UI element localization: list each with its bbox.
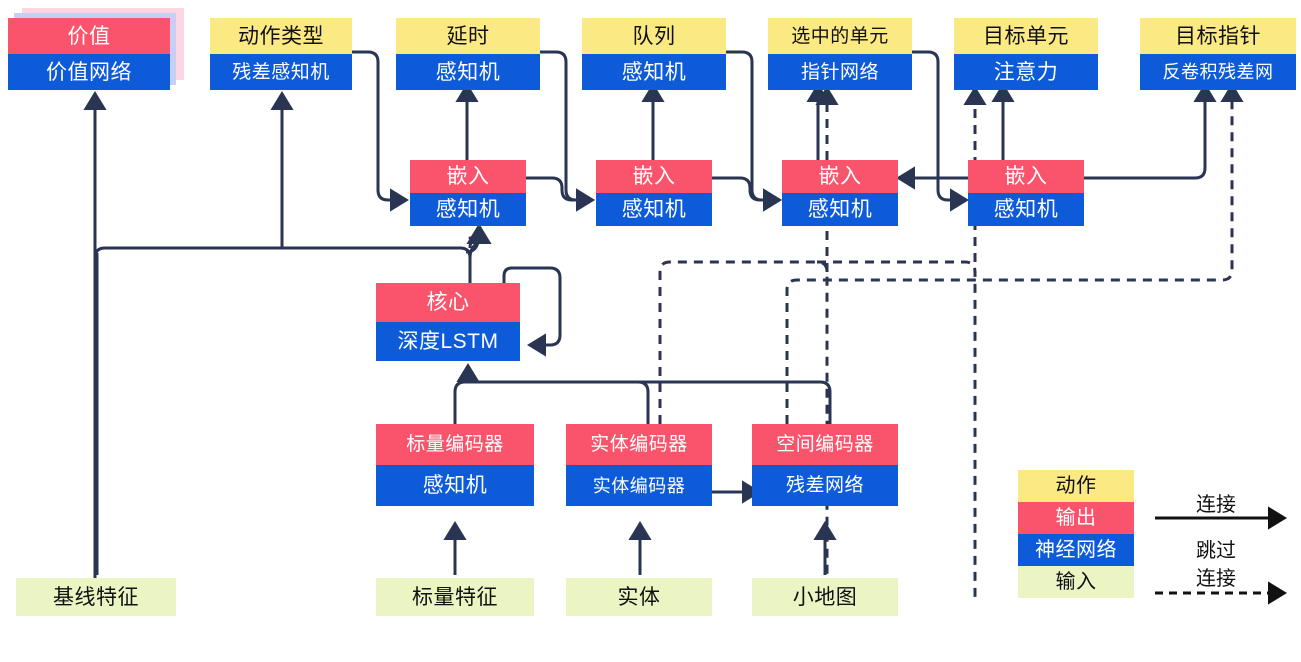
input-entities-label: 实体 (566, 578, 712, 616)
node-action-type[interactable]: 动作类型 残差感知机 (210, 18, 352, 90)
node-target-point[interactable]: 目标指针 反卷积残差网 (1140, 18, 1296, 90)
node-embedding-3[interactable]: 嵌入 感知机 (782, 160, 898, 226)
node-embedding-3-bottom: 感知机 (782, 193, 898, 226)
node-scalar-encoder[interactable]: 标量编码器 感知机 (376, 424, 534, 506)
legend-swatch-output: 输出 (1018, 502, 1134, 534)
legend-skip-label-line1: 跳过 (1196, 540, 1236, 562)
input-scalar-features-label: 标量特征 (376, 578, 534, 616)
node-embedding-2-bottom: 感知机 (596, 193, 712, 226)
node-target-point-top: 目标指针 (1140, 18, 1296, 54)
legend-swatch-action: 动作 (1018, 470, 1134, 502)
node-embedding-4-bottom: 感知机 (968, 193, 1084, 226)
legend-swatch-input: 输入 (1018, 566, 1134, 598)
node-entity-encoder[interactable]: 实体编码器 实体编码器 (566, 424, 712, 506)
node-embedding-1-bottom: 感知机 (410, 193, 526, 226)
legend-swatch-network: 神经网络 (1018, 534, 1134, 566)
legend-skip-label-line2: 连接 (1196, 568, 1236, 590)
legend-swatches: 动作 输出 神经网络 输入 (1018, 470, 1134, 598)
input-scalar-features[interactable]: 标量特征 (376, 578, 534, 616)
node-target-unit-bottom: 注意力 (954, 54, 1098, 90)
node-value[interactable]: 价值 价值网络 (8, 18, 170, 90)
node-queue-top: 队列 (582, 18, 726, 54)
node-delay-top: 延时 (396, 18, 540, 54)
node-embedding-4-top: 嵌入 (968, 160, 1084, 193)
node-delay-bottom: 感知机 (396, 54, 540, 90)
node-embedding-1[interactable]: 嵌入 感知机 (410, 160, 526, 226)
input-entities[interactable]: 实体 (566, 578, 712, 616)
node-action-type-top: 动作类型 (210, 18, 352, 54)
node-core-bottom: 深度LSTM (376, 322, 520, 361)
legend-connect-label: 连接 (1196, 494, 1236, 516)
node-embedding-4[interactable]: 嵌入 感知机 (968, 160, 1084, 226)
node-value-top: 价值 (8, 18, 170, 54)
legend-arrows (1155, 506, 1287, 605)
node-selected-units-bottom: 指针网络 (768, 54, 912, 90)
node-delay[interactable]: 延时 感知机 (396, 18, 540, 90)
node-queue-bottom: 感知机 (582, 54, 726, 90)
node-entity-encoder-top: 实体编码器 (566, 424, 712, 465)
node-spatial-encoder-bottom: 残差网络 (752, 465, 898, 506)
input-minimap-label: 小地图 (752, 578, 898, 616)
node-scalar-encoder-bottom: 感知机 (376, 465, 534, 506)
node-spatial-encoder[interactable]: 空间编码器 残差网络 (752, 424, 898, 506)
node-target-unit-top: 目标单元 (954, 18, 1098, 54)
node-selected-units[interactable]: 选中的单元 指针网络 (768, 18, 912, 90)
node-queue[interactable]: 队列 感知机 (582, 18, 726, 90)
node-embedding-3-top: 嵌入 (782, 160, 898, 193)
node-target-unit[interactable]: 目标单元 注意力 (954, 18, 1098, 90)
node-embedding-2-top: 嵌入 (596, 160, 712, 193)
node-action-type-bottom: 残差感知机 (210, 54, 352, 90)
input-baseline-features-label: 基线特征 (16, 578, 176, 616)
node-target-point-bottom: 反卷积残差网 (1140, 54, 1296, 90)
input-baseline-features[interactable]: 基线特征 (16, 578, 176, 616)
input-minimap[interactable]: 小地图 (752, 578, 898, 616)
node-entity-encoder-bottom: 实体编码器 (566, 465, 712, 506)
node-core-top: 核心 (376, 283, 520, 322)
node-scalar-encoder-top: 标量编码器 (376, 424, 534, 465)
node-embedding-2[interactable]: 嵌入 感知机 (596, 160, 712, 226)
node-value-bottom: 价值网络 (8, 54, 170, 90)
node-spatial-encoder-top: 空间编码器 (752, 424, 898, 465)
node-core[interactable]: 核心 深度LSTM (376, 283, 520, 361)
node-selected-units-top: 选中的单元 (768, 18, 912, 54)
node-embedding-1-top: 嵌入 (410, 160, 526, 193)
